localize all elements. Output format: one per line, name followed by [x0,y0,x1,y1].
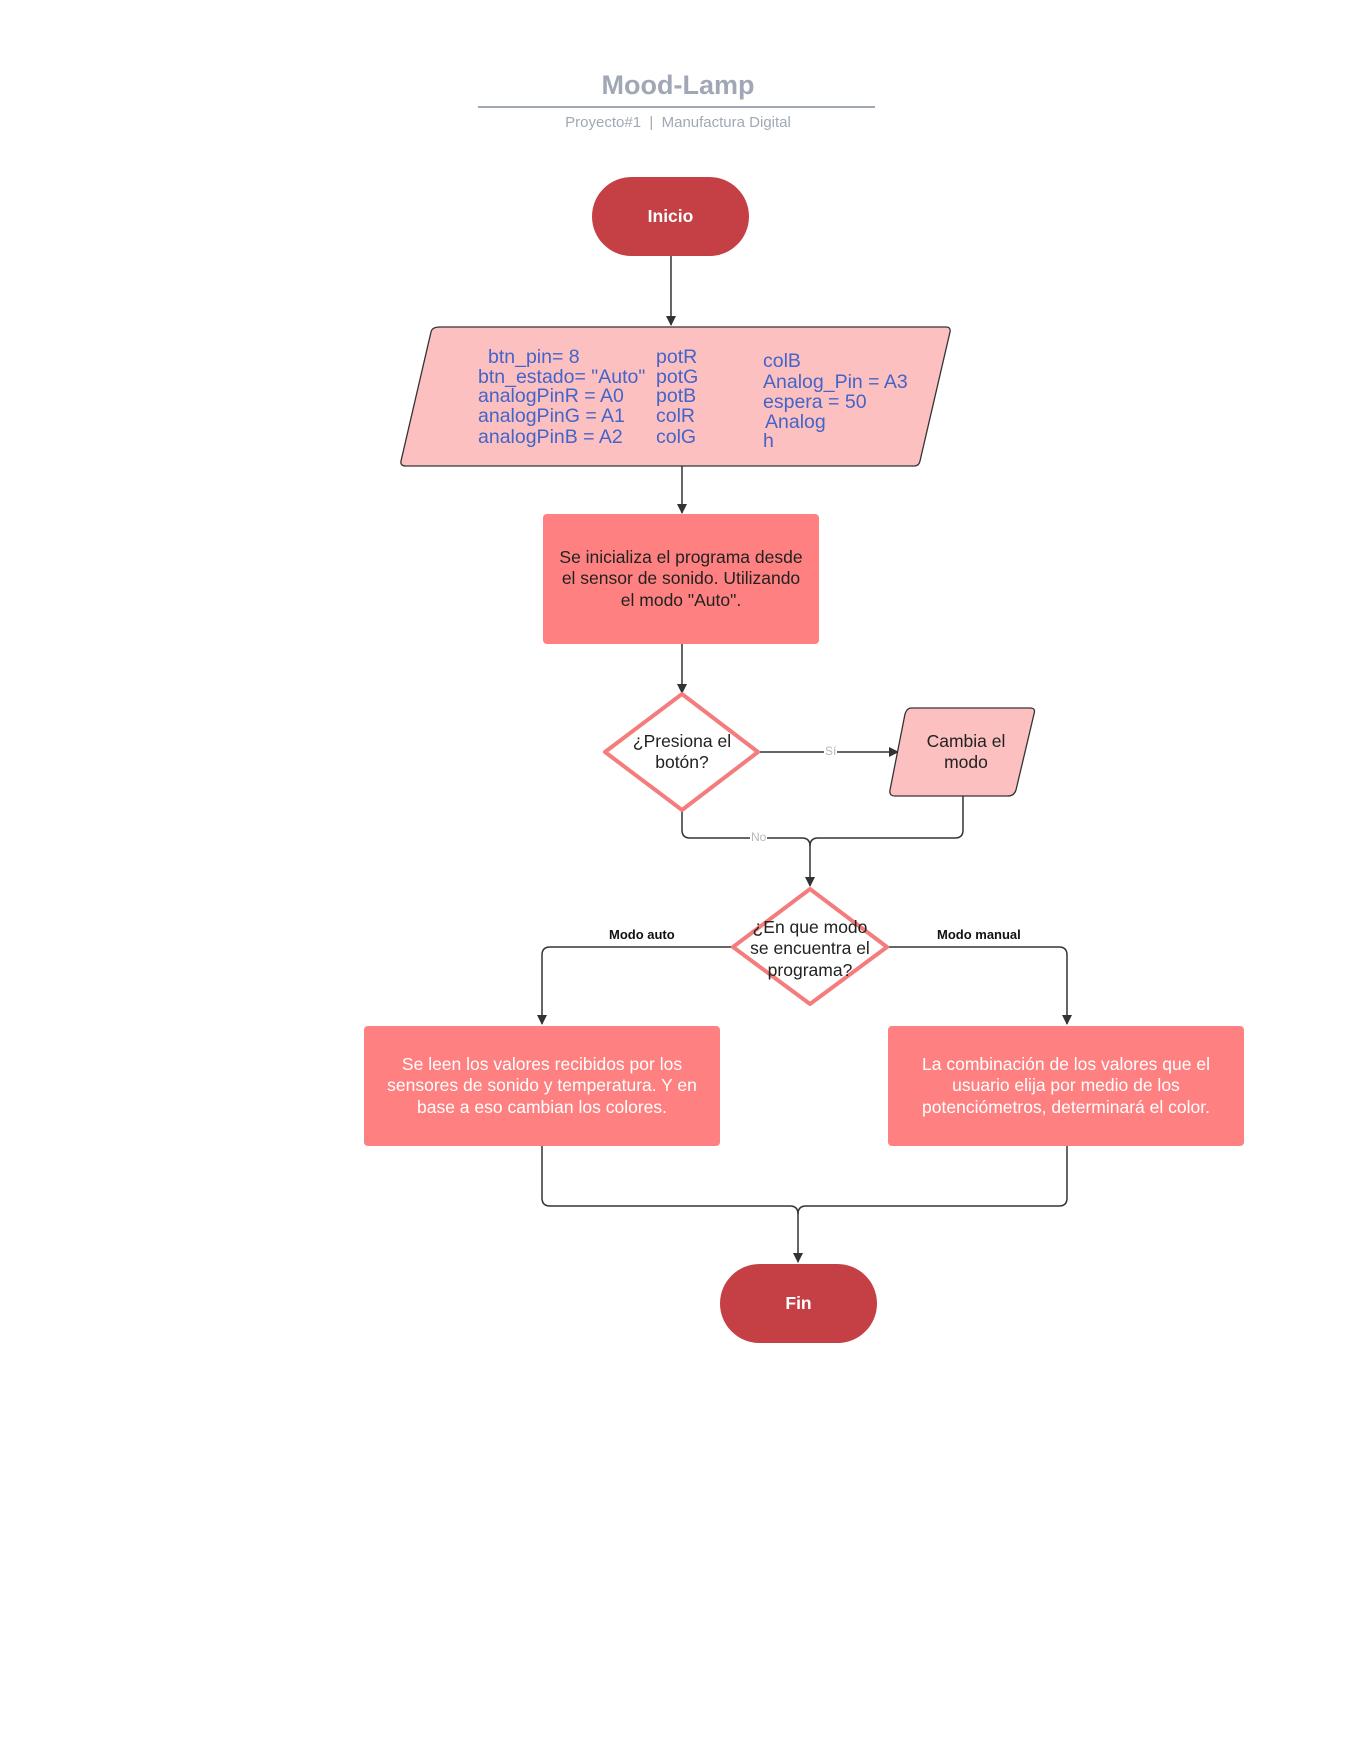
page-subtitle: Proyecto#1 | Manufactura Digital [565,114,791,131]
var-espera: espera = 50 [763,391,867,413]
edge-mode-auto [537,946,733,1025]
variables-column-1: btn_pin= 8 btn_estado= "Auto" analogPinR… [478,346,646,448]
change-mode-label: Cambia el modo [926,730,1006,773]
variables-column-3: colB Analog_Pin = A3 espera = 50 Analog … [763,350,908,452]
variables-data-shape [400,326,951,467]
edge-mode-manual [887,946,1072,1025]
var-analog-pin-g: analogPinG = A1 [478,404,625,427]
end-label: Fin [785,1293,812,1313]
decision1-diamond [603,692,760,812]
var-col-r: colR [656,404,696,427]
variables-column-2: potR potG potB colR colG [656,346,699,448]
auto-process [364,1026,720,1146]
var-analog-pin-b: analogPinB = A2 [478,426,623,448]
edge-manual-to-end [797,1146,1068,1215]
start-label: Inicio [647,206,694,226]
end-terminal [720,1264,877,1343]
var-btn-pin: btn_pin= 8 [488,346,580,368]
start-terminal [592,177,749,256]
edge-mode-auto-label: Modo auto [609,927,675,942]
decision2-label: ¿En que modo se encuentra el programa? [750,916,870,980]
edge-mode-manual-label: Modo manual [937,927,1021,942]
var-analog: Analog [765,410,826,433]
var-pot-g: potG [656,365,699,388]
init-process [543,514,819,644]
var-pot-b: potB [656,385,697,407]
edge-change-mode-merge [809,796,964,847]
change-mode-data-shape [889,707,1036,797]
decision1-label: ¿Presiona el botón? [632,730,732,773]
edge-yes-label: Sí [824,744,838,758]
manual-process-label: La combinación de los valores que el usu… [922,1053,1210,1117]
var-col-g: colG [656,426,697,448]
decision2-diamond [731,887,889,1006]
edge-decision1-no [681,810,815,887]
init-label: Se inicializa el programa desde el senso… [559,546,803,610]
var-pot-r: potR [656,346,698,368]
manual-process [888,1026,1244,1146]
var-analog-pin: Analog_Pin = A3 [763,370,908,393]
var-analog-pin-r: analogPinR = A0 [478,385,624,407]
var-btn-estado: btn_estado= "Auto" [478,365,646,388]
edge-auto-to-end [541,1146,803,1263]
var-h: h [763,430,774,452]
page-title: Mood-Lamp [601,70,755,100]
var-col-b: colB [763,350,801,372]
auto-process-label: Se leen los valores recibidos por los se… [387,1053,697,1117]
edge-no-label: No [750,830,768,844]
